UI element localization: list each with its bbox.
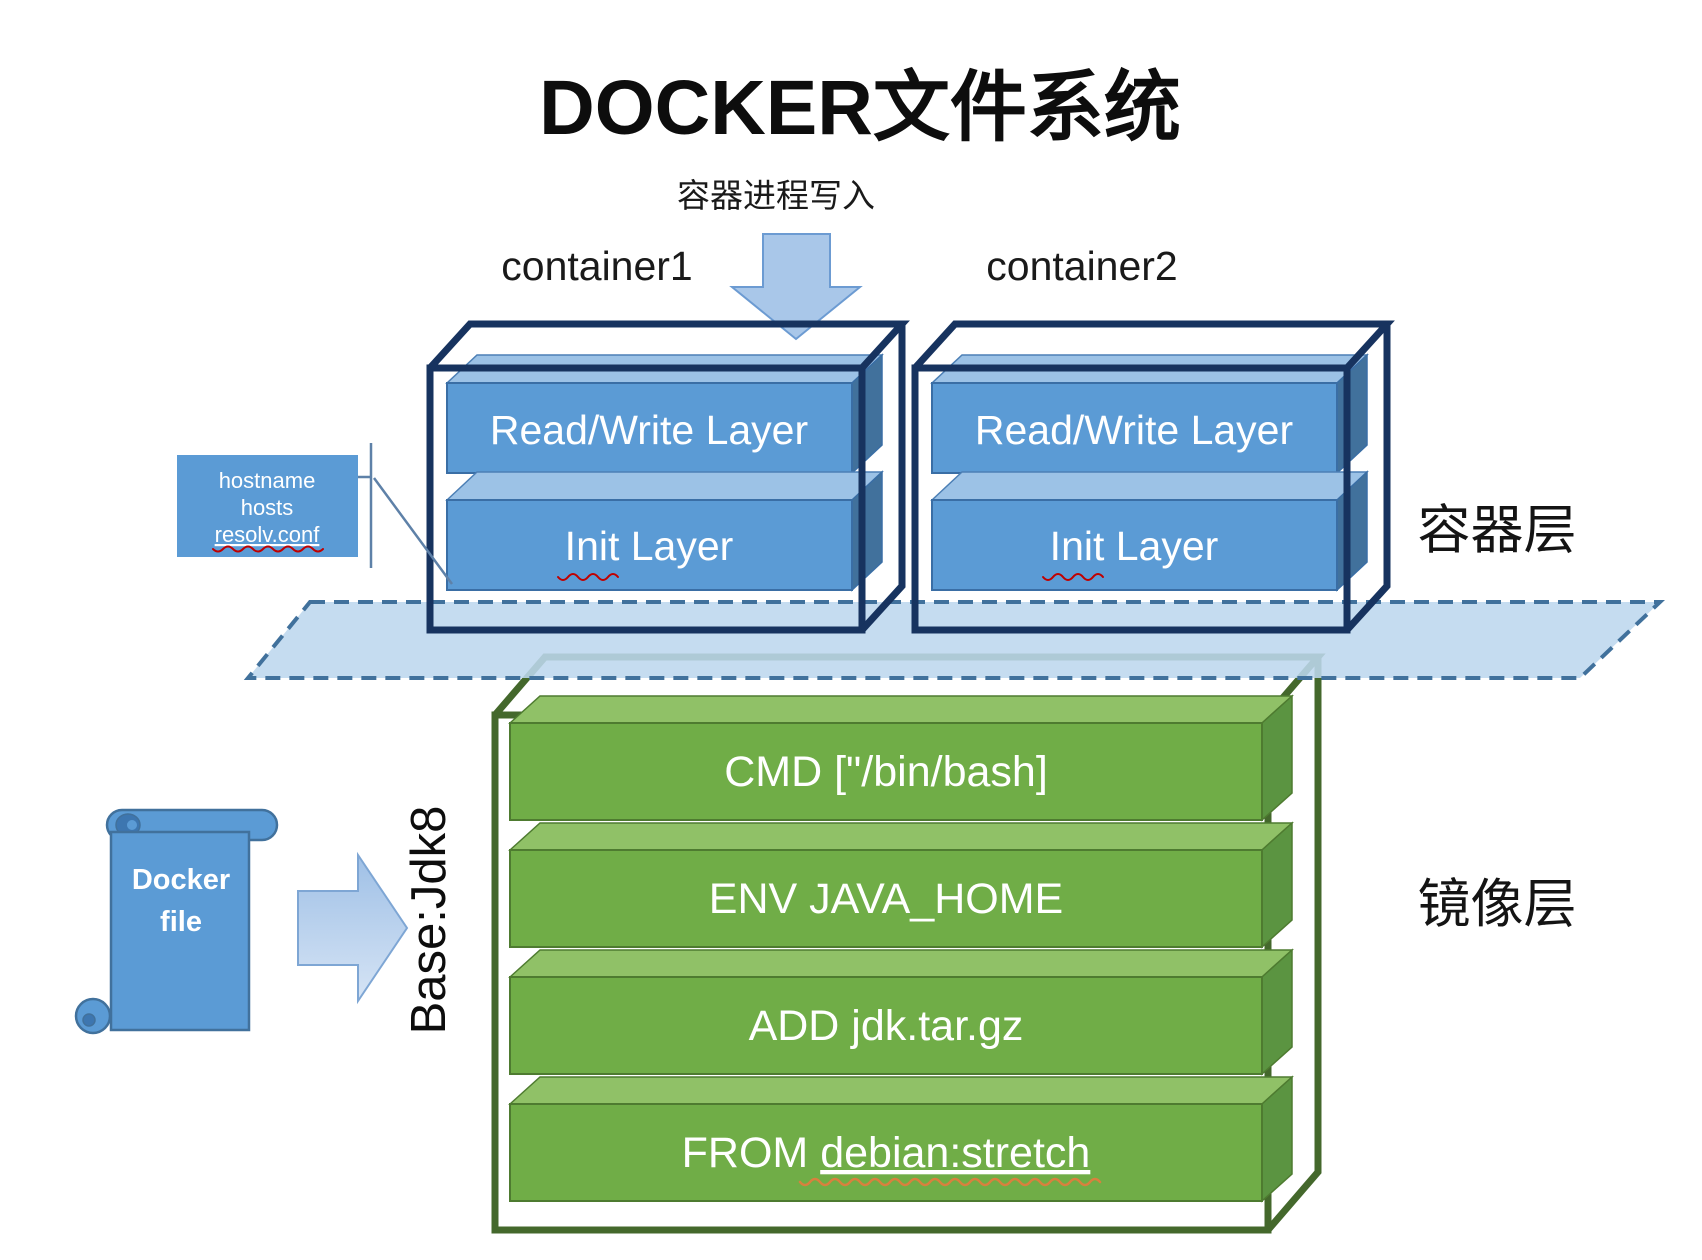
hosts-line: hosts: [241, 495, 294, 520]
container1-frame-right: [859, 324, 906, 633]
base-jdk-label: Base:Jdk8: [402, 806, 456, 1035]
from-layer-label: FROM debian:stretch: [682, 1129, 1091, 1177]
process-write-label: 容器进程写入: [677, 176, 875, 215]
add-layer-label: ADD jdk.tar.gz: [749, 1002, 1024, 1050]
init-files-box: [177, 455, 358, 557]
container2-init-front: [931, 499, 1338, 591]
dockerfile-label-line2: file: [160, 906, 202, 938]
env-layer-top: [508, 822, 1294, 851]
cmd-layer-front: [509, 722, 1263, 821]
from-keyword: FROM: [682, 1129, 821, 1177]
container2-box: Read/Write Layer Init Layer: [911, 320, 1395, 634]
init-spellcheck-squiggle: [557, 573, 619, 581]
container1-frame-top: [427, 320, 910, 371]
container1-label: container1: [501, 243, 692, 289]
from-layer-top: [508, 1076, 1294, 1105]
cmd-layer-label: CMD ["/bin/bash]: [724, 748, 1048, 796]
init-layer-label: Init Layer: [1050, 523, 1219, 569]
init-layer-label: Init Layer: [565, 523, 734, 569]
container1-rw-front: [446, 382, 853, 474]
add-layer-front: [509, 976, 1263, 1075]
hostname-line: hostname: [219, 468, 316, 493]
right-arrow-icon: [297, 851, 409, 1005]
cmd-layer-top: [508, 695, 1294, 724]
resolv-conf-line: resolv.conf: [215, 522, 321, 547]
container1-frame-front: [426, 364, 866, 634]
resolv-spellcheck-squiggle: [212, 545, 324, 553]
container2-frame-right: [1344, 324, 1391, 633]
container2-label: container2: [986, 243, 1177, 289]
page-title: DOCKER文件系统: [539, 65, 1181, 151]
container1-init-front: [446, 499, 853, 591]
container2-frame-top: [912, 320, 1395, 371]
add-layer-top: [508, 949, 1294, 978]
rw-layer-label: Read/Write Layer: [975, 407, 1293, 453]
callout-line: [358, 443, 454, 585]
rw-layer-label: Read/Write Layer: [490, 407, 808, 453]
container1-box: Read/Write Layer Init Layer: [426, 320, 910, 634]
down-arrow-icon: [729, 233, 863, 341]
dockerfile-label-line1: Docker: [132, 864, 230, 896]
image-layer-label: 镜像层: [1418, 874, 1577, 935]
from-target: debian:stretch: [820, 1129, 1090, 1177]
dockerfile-scroll-icon: Docker file: [74, 808, 279, 1035]
image-stack: CMD ["/bin/bash] ENV JAVA_HOME ADD jdk.t…: [508, 694, 1294, 1203]
container2-init-top: [930, 471, 1369, 501]
init-files-callout: hostname hosts resolv.conf: [177, 443, 454, 585]
env-layer-label: ENV JAVA_HOME: [709, 875, 1063, 923]
container-layer-platform: [243, 600, 1666, 680]
container2-frame-front: [911, 364, 1351, 634]
container1-init-top: [445, 471, 884, 501]
debian-spellcheck-squiggle: [798, 1177, 1102, 1187]
container-layer-label: 容器层: [1418, 500, 1577, 561]
init-spellcheck-squiggle: [1042, 573, 1104, 581]
env-layer-front: [509, 849, 1263, 948]
